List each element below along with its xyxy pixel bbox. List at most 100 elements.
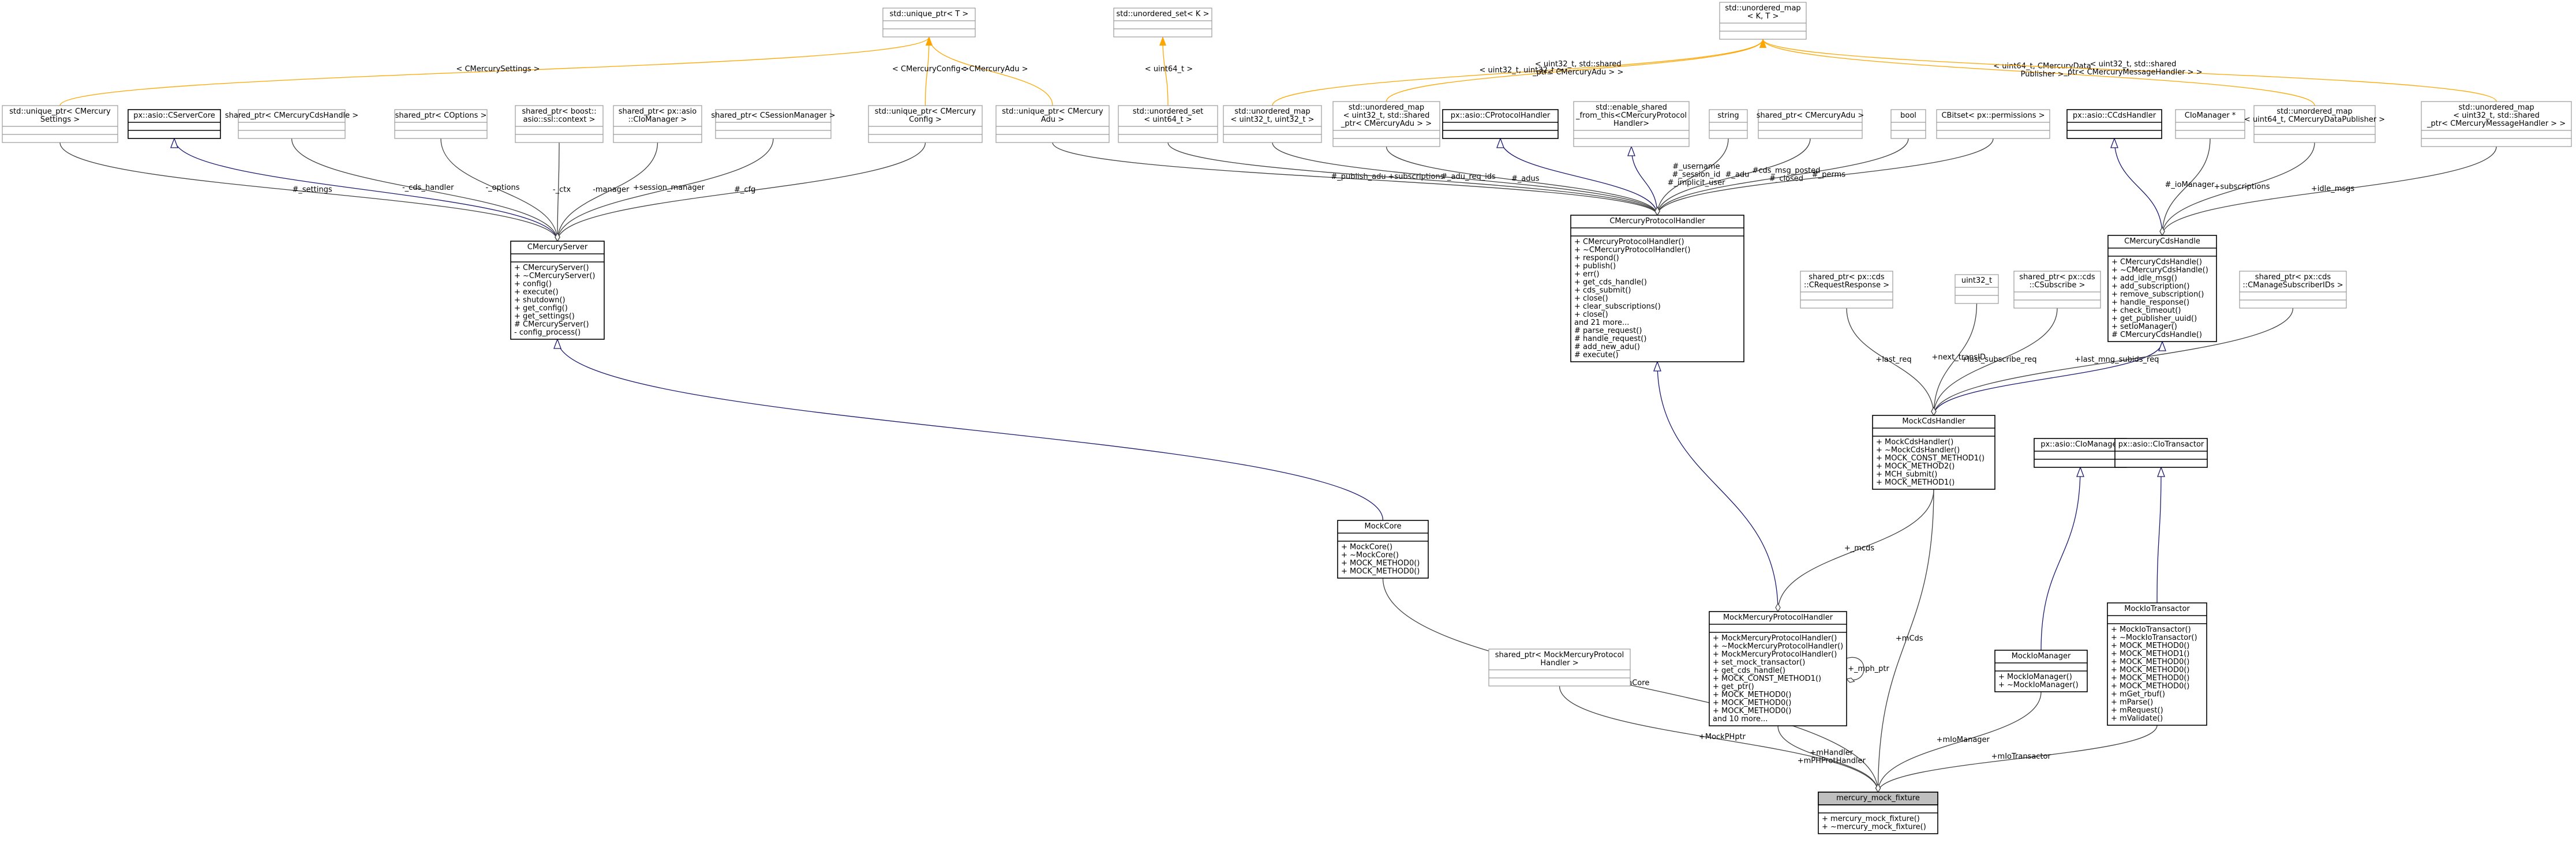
- edge-template: [1759, 39, 2315, 106]
- edge-composition: [1386, 146, 1658, 215]
- edge-inheritance: [2156, 467, 2161, 603]
- class-title: mercury_mock_fixture: [1836, 794, 1920, 803]
- edge-label: +mIoManager: [1937, 736, 1990, 744]
- class-box-bool[interactable]: bool: [1890, 109, 1926, 139]
- class-title: shared_ptr< CMercuryAdu >: [1757, 111, 1864, 120]
- class-box-sp_csession[interactable]: shared_ptr< CSessionManager >: [711, 109, 836, 139]
- class-box-mockcdshandler[interactable]: MockCdsHandler+ MockCdsHandler()+ ~MockC…: [1872, 415, 1995, 490]
- class-box-cmercurycdshandle[interactable]: CMercuryCdsHandle+ CMercuryCdsHandle()+ …: [2107, 235, 2217, 342]
- class-member: + MOCK_METHOD1(): [1876, 478, 1955, 487]
- class-box-sp_cmercuryadu[interactable]: shared_ptr< CMercuryAdu >: [1757, 109, 1864, 139]
- class-box-sp_cmanagesub[interactable]: shared_ptr< px::cds::CManageSubscriberID…: [2239, 271, 2347, 309]
- class-box-ccdshandler[interactable]: px::asio::CCdsHandler: [2066, 109, 2162, 139]
- class-box-uptr_adu[interactable]: std::unique_ptr< CMercuryAdu >: [995, 105, 1110, 143]
- class-box-mockiomanager[interactable]: MockIoManager+ MockIoManager()+ ~MockIoM…: [1994, 650, 2088, 692]
- class-title: CMercuryCdsHandle: [2124, 237, 2200, 246]
- class-box-enable_shared[interactable]: std::enable_shared_from_this<CMercuryPro…: [1573, 101, 1690, 147]
- class-member: + CMercuryServer(): [514, 264, 589, 272]
- class-title: CMercuryServer: [527, 243, 588, 252]
- class-box-uset_u64[interactable]: std::unordered_set< uint64_t >: [1118, 105, 1218, 143]
- edge-template: [1272, 39, 1766, 106]
- class-member: + CMercuryCdsHandle(): [2111, 258, 2202, 267]
- class-title: std::unordered_map: [1234, 107, 1310, 116]
- class-title: px::asio::CProtocolHandler: [1451, 111, 1551, 120]
- class-box-ciomanager_ptr[interactable]: CIoManager *: [2175, 109, 2245, 139]
- edge-inheritance: [2040, 467, 2080, 651]
- edge-label: -_ctx: [553, 186, 571, 194]
- edge-composition: [1657, 138, 1909, 215]
- edge-composition: [1847, 657, 1864, 680]
- class-box-umap_u32adu[interactable]: std::unordered_map< uint32_t, std::share…: [1332, 101, 1440, 147]
- edge-inheritance: [1500, 138, 1658, 216]
- class-box-px_ciotransactor[interactable]: px::asio::CIoTransactor: [2114, 438, 2208, 468]
- edge-template: [924, 36, 933, 106]
- edge-label: _ptr< CMercuryAdu > >: [1532, 68, 1623, 77]
- class-title: _ptr< CMercuryMessageHandler > >: [2427, 119, 2566, 128]
- class-box-sp_ciomanager[interactable]: shared_ptr< px::asio::CIoManager >: [613, 105, 702, 143]
- class-box-umap_u32u32[interactable]: std::unordered_map< uint32_t, uint32_t >: [1223, 105, 1322, 143]
- class-box-px_ciomanager[interactable]: px::asio::CIoManager: [2034, 438, 2127, 468]
- class-title: MockIoManager: [2012, 652, 2071, 661]
- class-box-mockiotransactor[interactable]: MockIoTransactor+ MockIoTransactor()+ ~M…: [2107, 602, 2207, 726]
- class-box-sp_cdshandle[interactable]: shared_ptr< CMercuryCdsHandle >: [225, 109, 358, 139]
- class-box-string[interactable]: string: [1709, 109, 1748, 139]
- edge-label: +_mcds: [1844, 544, 1874, 553]
- class-title: shared_ptr< px::asio: [619, 107, 697, 116]
- class-member: + MOCK_METHOD0(): [1713, 691, 1791, 699]
- class-member: + get_config(): [514, 304, 568, 313]
- class-box-mockcore[interactable]: MockCore+ MockCore()+ ~MockCore()+ MOCK_…: [1337, 520, 1429, 579]
- edge-label: _ptr< CMercuryMessageHandler > >: [2063, 68, 2202, 77]
- edge-label: #_ioManager: [2165, 181, 2215, 189]
- edge-template: [1159, 36, 1169, 106]
- edge-label: +next_transID: [1932, 353, 1986, 362]
- class-box-cservercore[interactable]: px::asio::CServerCore: [128, 109, 221, 139]
- class-member: + get_cds_handle(): [1713, 666, 1785, 675]
- class-box-sp_crequestresponse[interactable]: shared_ptr< px::cds::CRequestResponse >: [1800, 271, 1893, 309]
- class-title: < uint64_t, CMercuryDataPublisher >: [2244, 115, 2385, 124]
- class-title: ::CRequestResponse >: [1804, 281, 1889, 290]
- class-box-unordered_map_KT[interactable]: std::unordered_map< K, T >: [1719, 2, 1807, 40]
- edge-label: #_perms: [1812, 171, 1845, 179]
- edge-label: < uint32_t, uint32_t >: [1480, 66, 1563, 75]
- class-title: std::unique_ptr< CMercury: [1002, 107, 1103, 116]
- class-title: < uint32_t, std::shared: [2453, 111, 2540, 120]
- class-member: + MockMercuryProtocolHandler(): [1713, 650, 1837, 659]
- edge-label: +mIoTransactor: [1991, 752, 2051, 761]
- edge-label: Publisher >: [2021, 70, 2064, 79]
- class-box-uptr_settings[interactable]: std::unique_ptr< CMercurySettings >: [2, 105, 118, 143]
- class-member: + MOCK_METHOD0(): [1713, 699, 1791, 707]
- class-box-cbitset[interactable]: CBitset< px::permissions >: [1936, 109, 2050, 139]
- class-member: + execute(): [514, 288, 559, 297]
- class-box-sp_csubscribe[interactable]: shared_ptr< px::cds::CSubscribe >: [2013, 271, 2101, 309]
- class-member: + publish(): [1574, 262, 1616, 271]
- class-member: + MOCK_METHOD0(): [1713, 707, 1791, 715]
- edge-composition: [291, 138, 558, 241]
- class-box-cmercuryserver[interactable]: CMercuryServer+ CMercuryServer()+ ~CMerc…: [510, 241, 605, 340]
- class-box-uint32[interactable]: uint32_t: [1955, 274, 1999, 304]
- class-member: - config_process(): [514, 328, 581, 337]
- class-member: + MOCK_METHOD0(): [1341, 567, 1420, 576]
- class-box-sp_coptions[interactable]: shared_ptr< COptions >: [394, 109, 488, 139]
- class-member: + get_cds_handle(): [1574, 278, 1647, 287]
- class-member: + err(): [1574, 270, 1600, 279]
- edge-label: +mPHProtHandler: [1798, 757, 1866, 766]
- class-box-sp_mockproto[interactable]: shared_ptr< MockMercuryProtocolHandler >: [1488, 648, 1631, 687]
- class-box-cmercuryprotocolhandler[interactable]: CMercuryProtocolHandler+ CMercuryProtoco…: [1570, 215, 1744, 362]
- class-title: px::asio::CCdsHandler: [2073, 111, 2156, 120]
- class-box-umap_u64pub[interactable]: std::unordered_map< uint64_t, CMercuryDa…: [2244, 105, 2385, 143]
- class-box-mercury_mock_fixture[interactable]: mercury_mock_fixture+ mercury_mock_fixtu…: [1818, 792, 1938, 834]
- class-title: std::enable_shared: [1596, 103, 1667, 112]
- class-title: std::unordered_set: [1133, 107, 1203, 116]
- class-member: + ~mercury_mock_fixture(): [1822, 823, 1926, 831]
- edge-composition: [1934, 303, 1978, 415]
- class-box-mockmercuryprotocolhandler[interactable]: MockMercuryProtocolHandler+ MockMercuryP…: [1709, 611, 1847, 726]
- class-box-sp_sslctx[interactable]: shared_ptr< boost::asio::ssl::context >: [515, 105, 604, 143]
- class-box-cprotocolhandler[interactable]: px::asio::CProtocolHandler: [1442, 109, 1559, 139]
- class-box-uptr_config[interactable]: std::unique_ptr< CMercuryConfig >: [868, 105, 983, 143]
- class-box-umap_u32msg[interactable]: std::unordered_map< uint32_t, std::share…: [2421, 101, 2572, 147]
- edge-inheritance: [557, 339, 1384, 521]
- class-title: MockIoTransactor: [2124, 605, 2190, 613]
- class-box-unique_ptr_T[interactable]: std::unique_ptr< T >: [882, 8, 976, 38]
- class-box-unordered_set_K[interactable]: std::unordered_set< K >: [1113, 8, 1212, 38]
